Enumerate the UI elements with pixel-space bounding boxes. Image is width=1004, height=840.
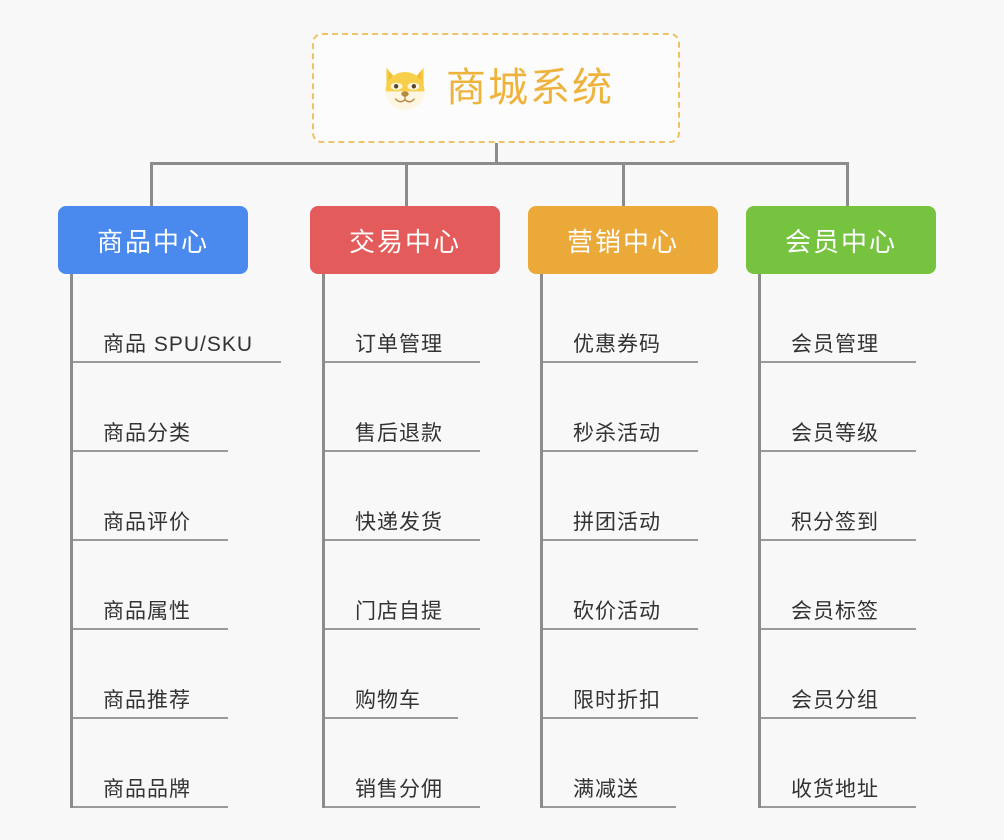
category-column-1: 商品中心 商品 SPU/SKU 商品分类 商品评价 商品属性 商品推荐 商品品牌 — [58, 206, 281, 808]
leaf-item[interactable]: 砍价活动 — [543, 541, 718, 630]
leaf-item[interactable]: 秒杀活动 — [543, 363, 718, 452]
leaf-item[interactable]: 商品品牌 — [73, 719, 248, 808]
leaf-item[interactable]: 快递发货 — [325, 452, 500, 541]
leaf-underline — [325, 628, 480, 630]
leaf-item[interactable]: 商品属性 — [73, 541, 248, 630]
leaf-label: 会员分组 — [791, 689, 879, 712]
leaf-underline — [73, 717, 228, 719]
root-node-title: 商城系统 — [446, 66, 614, 110]
leaf-underline — [325, 450, 480, 452]
category-header-2[interactable]: 交易中心 — [310, 206, 500, 274]
leaf-label: 快递发货 — [355, 511, 443, 534]
leaf-item[interactable]: 限时折扣 — [543, 630, 718, 719]
leaf-underline — [761, 539, 916, 541]
shiba-dog-face-icon — [378, 61, 432, 115]
leaf-list-3: 优惠券码 秒杀活动 拼团活动 砍价活动 限时折扣 满减送 — [540, 274, 718, 808]
leaf-underline — [761, 361, 916, 363]
leaf-underline — [73, 539, 228, 541]
leaf-label: 商品 SPU/SKU — [103, 333, 254, 356]
leaf-label: 砍价活动 — [573, 600, 661, 623]
connector-horizontal-bus — [150, 162, 849, 165]
leaf-label: 积分签到 — [791, 511, 879, 534]
leaf-item[interactable]: 商品 SPU/SKU — [73, 274, 281, 363]
leaf-label: 商品品牌 — [103, 778, 191, 801]
leaf-underline — [543, 806, 676, 808]
leaf-item[interactable]: 门店自提 — [325, 541, 500, 630]
leaf-list-2: 订单管理 售后退款 快递发货 门店自提 购物车 销售分佣 — [322, 274, 500, 808]
category-header-4[interactable]: 会员中心 — [746, 206, 936, 274]
leaf-label: 秒杀活动 — [573, 422, 661, 445]
leaf-underline — [325, 806, 480, 808]
leaf-list-4: 会员管理 会员等级 积分签到 会员标签 会员分组 收货地址 — [758, 274, 936, 808]
leaf-underline — [73, 450, 228, 452]
leaf-underline — [325, 539, 480, 541]
leaf-underline — [543, 717, 698, 719]
leaf-item[interactable]: 优惠券码 — [543, 274, 718, 363]
category-header-1[interactable]: 商品中心 — [58, 206, 248, 274]
leaf-item[interactable]: 商品评价 — [73, 452, 248, 541]
category-column-4: 会员中心 会员管理 会员等级 积分签到 会员标签 会员分组 收货地址 — [746, 206, 936, 808]
leaf-underline — [73, 806, 228, 808]
leaf-underline — [761, 806, 916, 808]
connector-drop-1 — [150, 162, 153, 208]
leaf-item[interactable]: 订单管理 — [325, 274, 500, 363]
leaf-label: 优惠券码 — [573, 333, 661, 356]
leaf-label: 售后退款 — [355, 422, 443, 445]
category-header-label: 会员中心 — [784, 226, 897, 257]
leaf-underline — [543, 539, 698, 541]
leaf-list-1: 商品 SPU/SKU 商品分类 商品评价 商品属性 商品推荐 商品品牌 — [70, 274, 281, 808]
leaf-underline — [325, 361, 480, 363]
leaf-item[interactable]: 商品推荐 — [73, 630, 248, 719]
connector-drop-4 — [846, 162, 849, 208]
leaf-item[interactable]: 售后退款 — [325, 363, 500, 452]
leaf-item[interactable]: 会员管理 — [761, 274, 936, 363]
leaf-item[interactable]: 会员分组 — [761, 630, 936, 719]
leaf-underline — [761, 628, 916, 630]
connector-drop-3 — [622, 162, 625, 208]
leaf-label: 会员标签 — [791, 600, 879, 623]
category-header-label: 商品中心 — [96, 226, 209, 257]
leaf-label: 商品评价 — [103, 511, 191, 534]
leaf-underline — [543, 361, 698, 363]
leaf-item[interactable]: 会员标签 — [761, 541, 936, 630]
leaf-label: 满减送 — [573, 778, 639, 801]
leaf-item[interactable]: 购物车 — [325, 630, 500, 719]
leaf-underline — [543, 450, 698, 452]
leaf-label: 门店自提 — [355, 600, 443, 623]
leaf-label: 拼团活动 — [573, 511, 661, 534]
leaf-label: 商品属性 — [103, 600, 191, 623]
leaf-item[interactable]: 满减送 — [543, 719, 718, 808]
category-header-label: 营销中心 — [566, 226, 679, 257]
leaf-item[interactable]: 拼团活动 — [543, 452, 718, 541]
leaf-item[interactable]: 商品分类 — [73, 363, 248, 452]
connector-drop-2 — [405, 162, 408, 208]
leaf-item[interactable]: 销售分佣 — [325, 719, 500, 808]
root-node-mall-system[interactable]: 商城系统 — [312, 33, 680, 143]
leaf-item[interactable]: 积分签到 — [761, 452, 936, 541]
leaf-label: 会员等级 — [791, 422, 879, 445]
leaf-underline — [543, 628, 698, 630]
leaf-underline — [73, 628, 228, 630]
leaf-label: 商品分类 — [103, 422, 191, 445]
leaf-item[interactable]: 收货地址 — [761, 719, 936, 808]
leaf-underline — [761, 717, 916, 719]
category-header-3[interactable]: 营销中心 — [528, 206, 718, 274]
leaf-underline — [73, 361, 281, 363]
leaf-label: 商品推荐 — [103, 689, 191, 712]
category-column-3: 营销中心 优惠券码 秒杀活动 拼团活动 砍价活动 限时折扣 满减送 — [528, 206, 718, 808]
leaf-label: 销售分佣 — [355, 778, 443, 801]
leaf-label: 收货地址 — [791, 778, 879, 801]
category-header-label: 交易中心 — [348, 226, 461, 257]
leaf-label: 购物车 — [355, 689, 421, 712]
leaf-underline — [325, 717, 458, 719]
leaf-item[interactable]: 会员等级 — [761, 363, 936, 452]
connector-root-stem — [495, 143, 498, 165]
leaf-label: 限时折扣 — [573, 689, 661, 712]
category-column-2: 交易中心 订单管理 售后退款 快递发货 门店自提 购物车 销售分佣 — [310, 206, 500, 808]
leaf-label: 会员管理 — [791, 333, 879, 356]
leaf-underline — [761, 450, 916, 452]
leaf-label: 订单管理 — [355, 333, 443, 356]
